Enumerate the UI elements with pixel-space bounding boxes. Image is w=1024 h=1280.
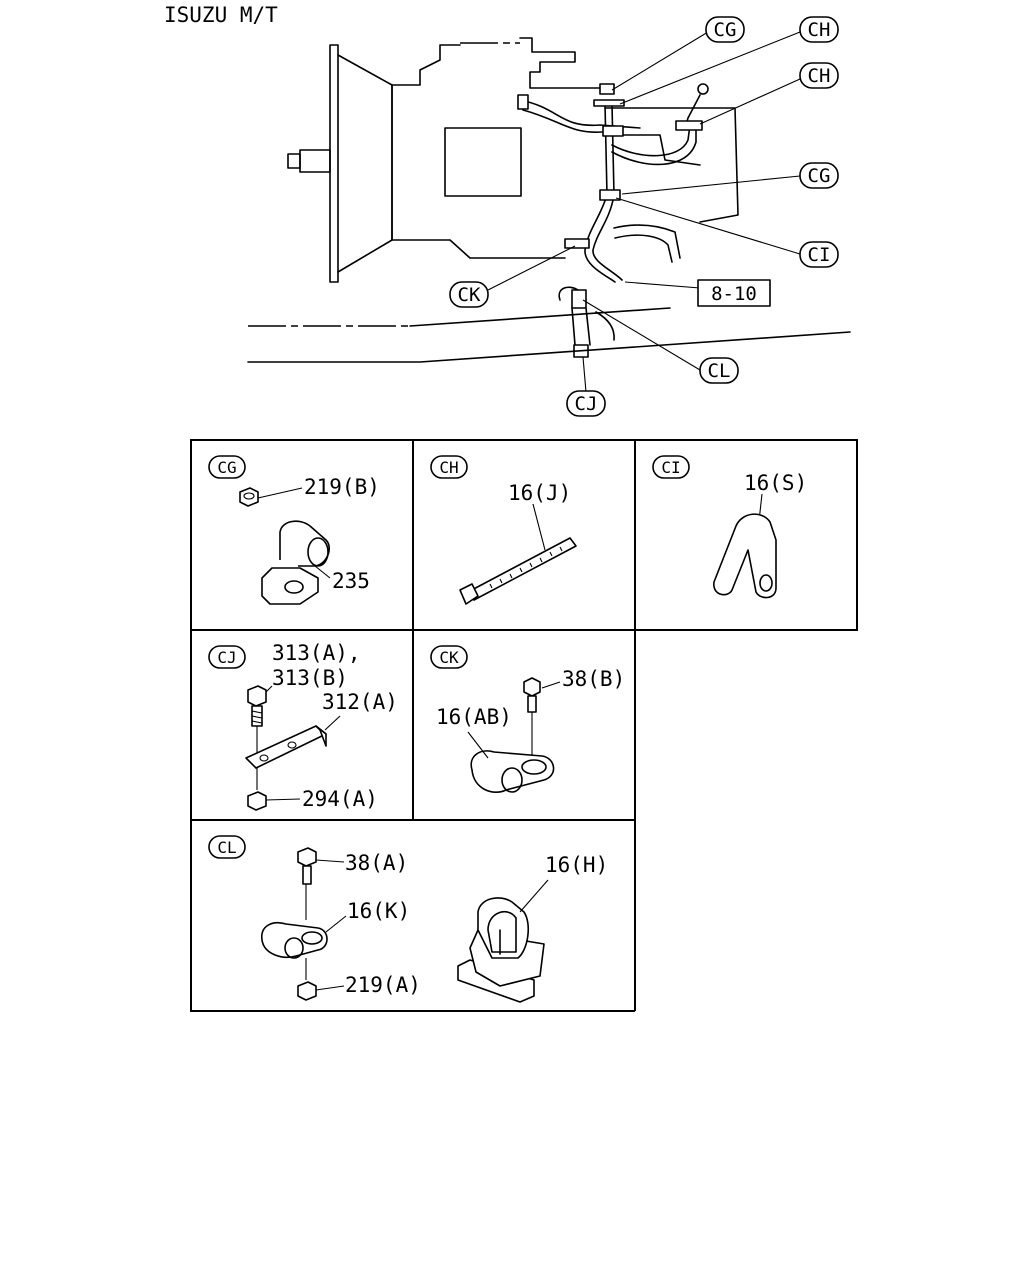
svg-text:CI: CI	[661, 458, 680, 477]
svg-text:CL: CL	[708, 360, 731, 382]
part-label: 16(S)	[744, 471, 807, 495]
part-label: 16(AB)	[436, 705, 512, 729]
svg-text:CH: CH	[808, 65, 831, 87]
part-label: 219(B)	[304, 475, 380, 499]
callout-cg-mid[interactable]: CG	[799, 162, 839, 189]
transmission-assembly	[247, 37, 851, 363]
callout-cg-top[interactable]: CG	[705, 16, 745, 43]
part-label: 38(A)	[345, 851, 408, 875]
callout-ck[interactable]: CK	[449, 281, 489, 308]
panel-cl: CL 38(A) 16(K) 219(A) 16(H)	[208, 835, 608, 1003]
svg-text:CK: CK	[458, 284, 481, 306]
svg-text:CG: CG	[808, 165, 831, 187]
part-label: 16(K)	[347, 899, 410, 923]
svg-text:8-10: 8-10	[711, 283, 757, 305]
svg-text:CG: CG	[714, 19, 737, 41]
part-label: 313(A),	[272, 641, 361, 665]
panel-cg: CG 219(B) 235	[208, 455, 380, 605]
svg-text:CH: CH	[439, 458, 458, 477]
panel-cj: CJ 313(A), 313(B) 312(A) 294(A)	[208, 641, 398, 811]
callout-leaders	[487, 31, 801, 393]
part-label: 38(B)	[562, 667, 625, 691]
panel-ck: CK 38(B) 16(AB)	[430, 645, 625, 794]
page-title: ISUZU M/T	[164, 3, 278, 27]
svg-text:CJ: CJ	[575, 393, 598, 415]
svg-text:CL: CL	[217, 838, 236, 857]
callout-ch-right[interactable]: CH	[799, 62, 839, 89]
part-label: 235	[332, 569, 370, 593]
panel-ch: CH 16(J)	[430, 455, 577, 605]
part-label: 312(A)	[322, 690, 398, 714]
part-label: 294(A)	[302, 787, 378, 811]
callout-ref-8-10[interactable]: 8-10	[697, 279, 771, 307]
part-label: 16(J)	[508, 481, 571, 505]
detail-grid	[190, 439, 858, 1012]
part-label: 219(A)	[345, 973, 421, 997]
callout-ci[interactable]: CI	[799, 241, 839, 268]
svg-text:CI: CI	[808, 244, 831, 266]
part-label: 16(H)	[545, 853, 608, 877]
svg-text:CG: CG	[217, 458, 236, 477]
svg-text:CK: CK	[439, 648, 459, 667]
panel-ci: CI 16(S)	[652, 455, 807, 599]
callout-cl[interactable]: CL	[699, 357, 739, 384]
part-label: 313(B)	[272, 666, 348, 690]
svg-text:CJ: CJ	[217, 648, 236, 667]
callout-cj[interactable]: CJ	[566, 390, 606, 417]
callout-ch-top[interactable]: CH	[799, 16, 839, 43]
svg-text:CH: CH	[808, 19, 831, 41]
